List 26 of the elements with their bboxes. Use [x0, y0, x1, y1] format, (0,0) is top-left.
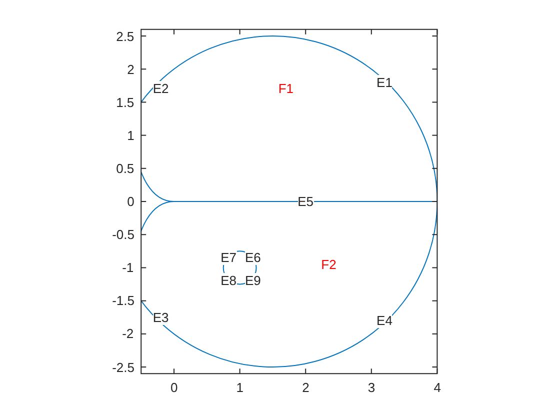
tick-label: -2: [122, 326, 134, 342]
tick-label: 0: [127, 194, 134, 209]
tick-label: -1: [122, 260, 134, 276]
boundary-label: E7: [220, 250, 237, 266]
tick-label: -0.5: [112, 227, 134, 242]
boundary-label: E8: [220, 273, 237, 288]
tick-label: 2: [127, 62, 134, 77]
tick-label: 0: [170, 380, 178, 395]
boundary-label: E9: [244, 273, 261, 288]
tick-label: 0.5: [116, 160, 134, 176]
tick-label: -2.5: [112, 360, 134, 374]
tick-label: -1.5: [112, 293, 134, 308]
tick-label: 1: [236, 380, 244, 395]
boundary-label: E5: [298, 194, 314, 209]
region-label: F1: [278, 81, 294, 96]
tick-label: 2: [302, 380, 310, 395]
tick-label: 1: [127, 128, 134, 143]
tick-label: 4: [434, 380, 441, 395]
tick-label: 2.5: [116, 28, 134, 44]
region-label: F2: [321, 256, 336, 272]
tick-label: 3: [368, 380, 376, 395]
tick-label: 1.5: [116, 94, 134, 110]
boundary-label: E1: [376, 74, 392, 90]
boundary-label: E4: [376, 313, 392, 328]
boundary-label: E3: [152, 310, 169, 325]
boundary-label: E6: [244, 250, 261, 266]
